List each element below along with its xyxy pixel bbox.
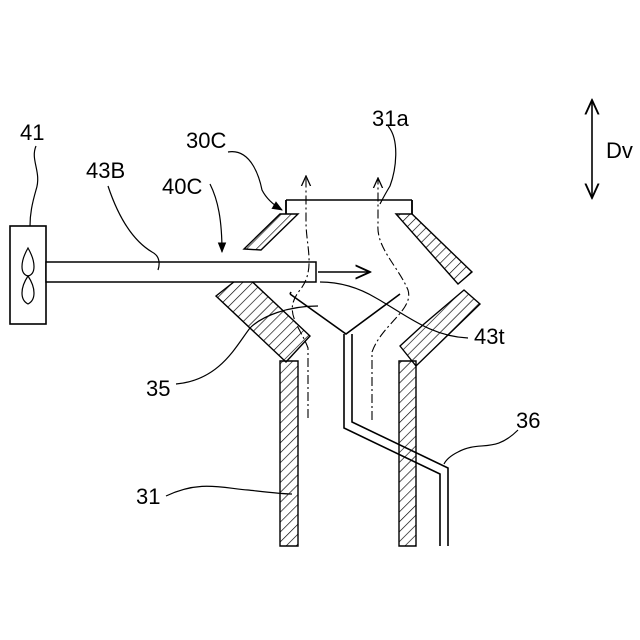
label-tube: 43B	[86, 158, 125, 183]
label-direction: Dv	[606, 138, 633, 163]
label-tube-tip: 43t	[474, 324, 505, 349]
fan-unit	[10, 226, 46, 324]
label-fan: 41	[20, 120, 44, 145]
label-wire: 36	[516, 408, 540, 433]
label-pipe: 31	[136, 484, 160, 509]
pipe-right-wall	[396, 200, 480, 546]
fan-blade-top-icon	[22, 248, 34, 276]
fan-blade-bottom-icon	[22, 276, 34, 304]
pipe-left-wall	[216, 200, 310, 546]
baffle	[290, 292, 400, 334]
hood-outlet	[286, 200, 412, 214]
label-outlet: 31a	[372, 106, 409, 131]
label-hood: 30C	[186, 128, 226, 153]
wire	[344, 334, 448, 546]
label-nozzle: 40C	[162, 174, 202, 199]
tube	[46, 262, 316, 282]
label-baffle: 35	[146, 376, 170, 401]
flow-lines	[292, 176, 408, 420]
